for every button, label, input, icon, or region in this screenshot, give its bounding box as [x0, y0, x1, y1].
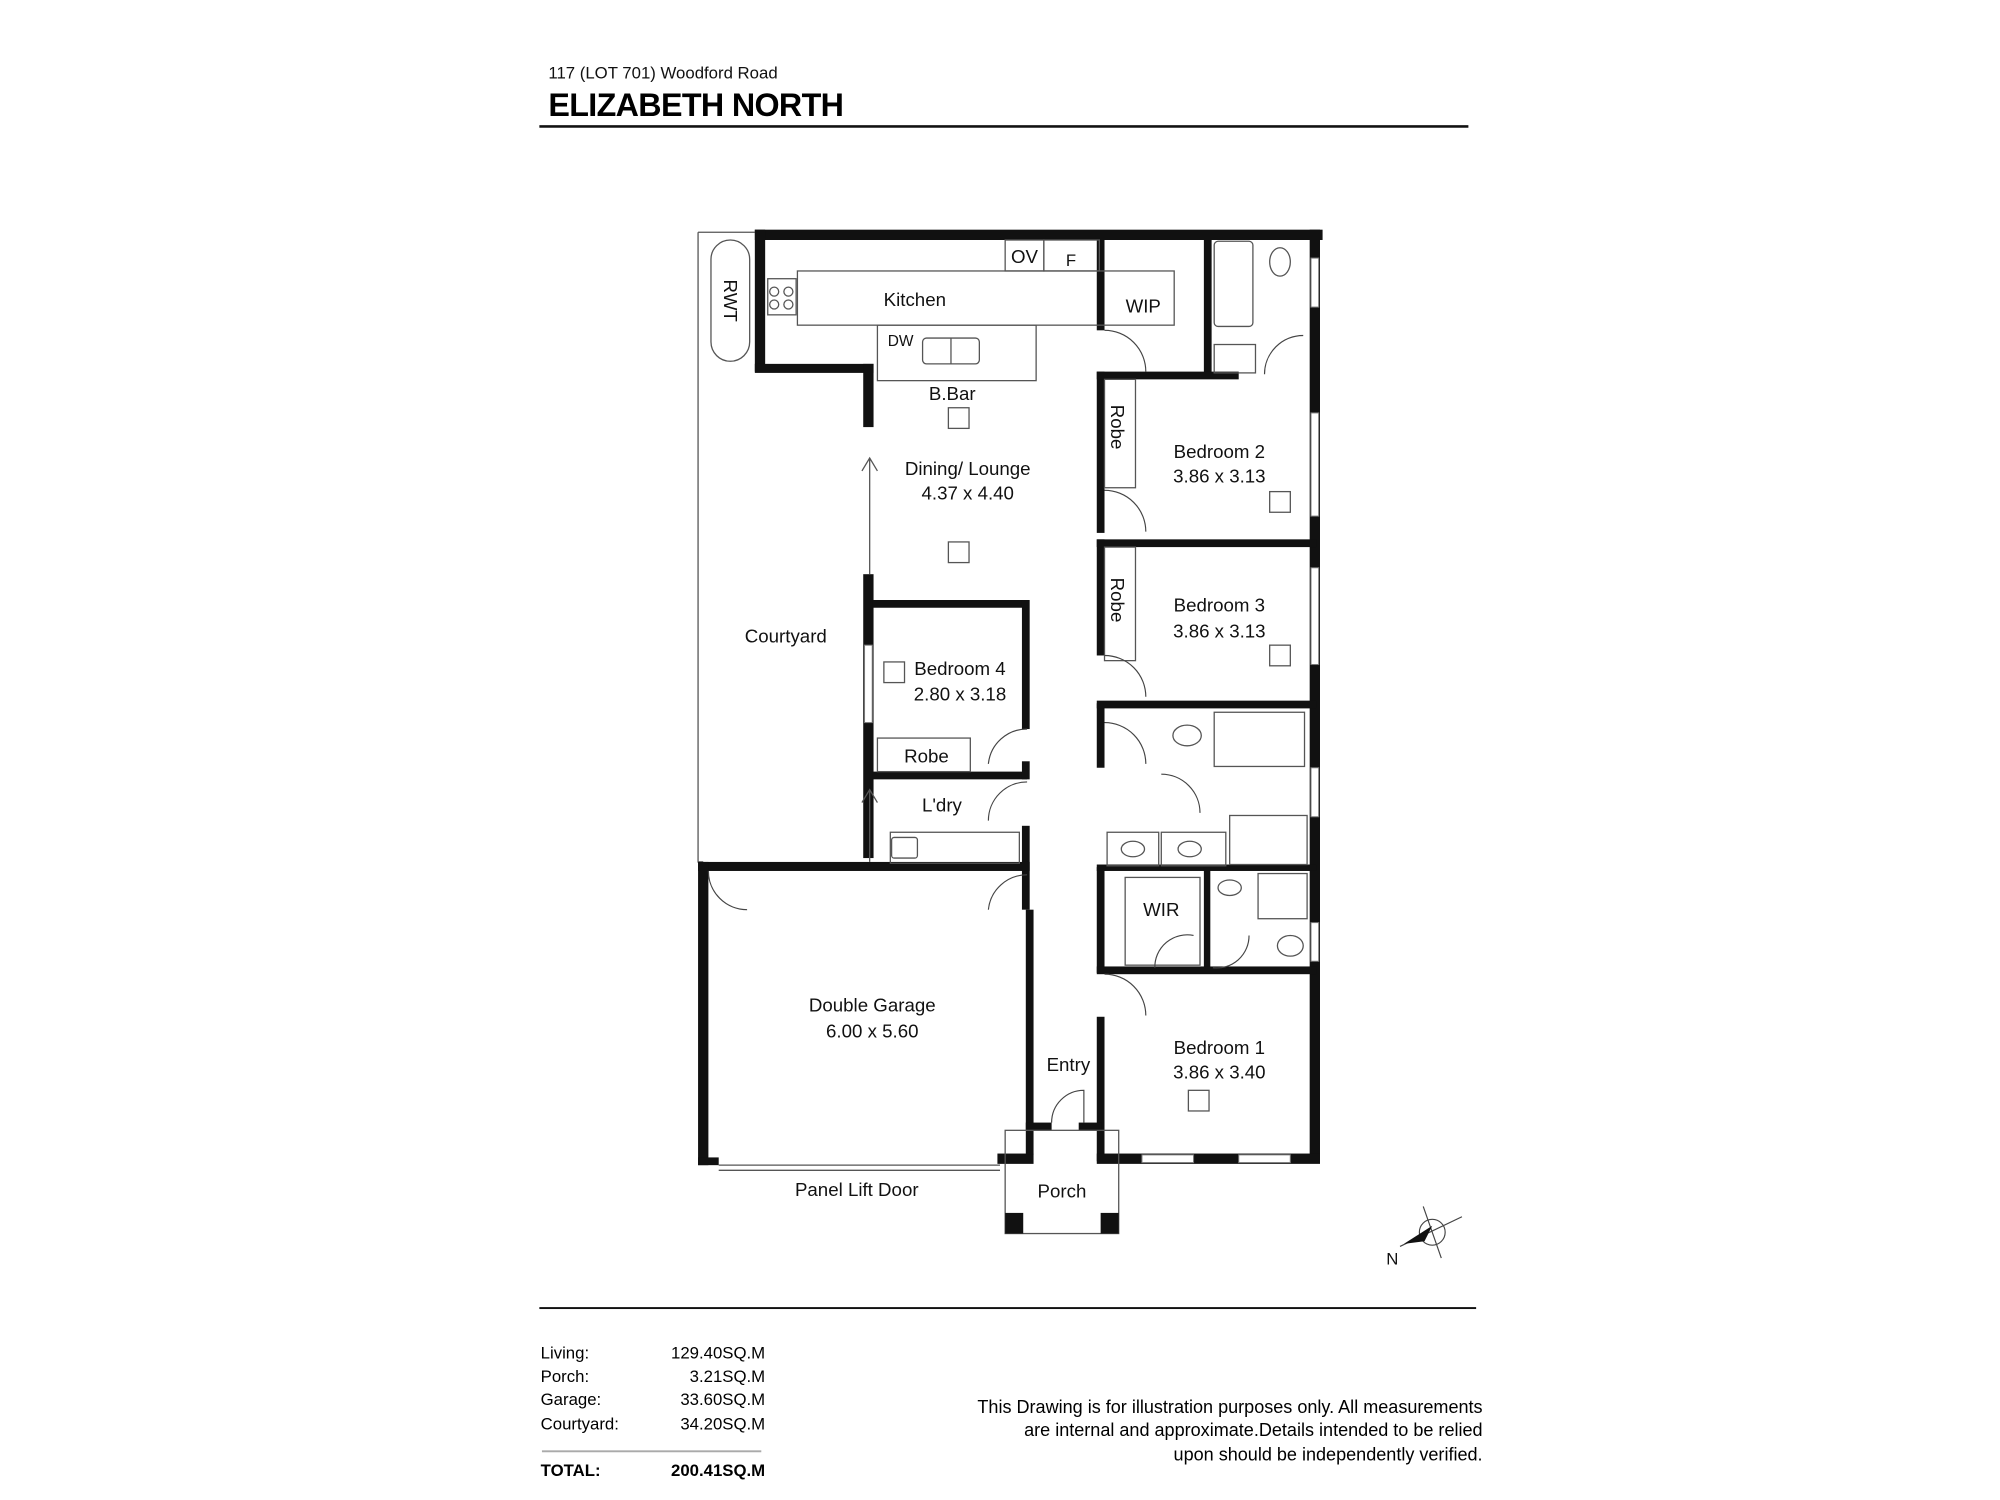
dining-size: 4.37 x 4.40 — [921, 482, 1013, 503]
bedroom1-size: 3.86 x 3.40 — [1173, 1062, 1265, 1083]
panel-lift-door-label: Panel Lift Door — [795, 1179, 919, 1200]
area-label: Porch: — [541, 1367, 589, 1386]
garage-size: 6.00 x 5.60 — [826, 1020, 918, 1041]
footer-rule — [539, 1307, 1477, 1310]
bedroom3-name: Bedroom 3 — [1174, 595, 1265, 616]
bedroom2-name: Bedroom 2 — [1174, 441, 1265, 462]
dining-name: Dining/ Lounge — [905, 458, 1031, 479]
area-label: Courtyard: — [541, 1415, 619, 1434]
bedroom3-size: 3.86 x 3.13 — [1173, 620, 1265, 641]
total-label: TOTAL: — [541, 1461, 601, 1480]
area-summary: Living: 129.40SQ.M Porch: 3.21SQ.M Garag… — [541, 1344, 766, 1480]
total-rule — [541, 1450, 762, 1453]
kitchen-label: Kitchen — [884, 289, 946, 310]
fridge-label: F — [1066, 251, 1076, 270]
disclaimer-line: are internal and approximate.Details int… — [1024, 1420, 1482, 1440]
bedroom4-name: Bedroom 4 — [914, 658, 1005, 679]
robe4-label: Robe — [904, 746, 949, 767]
floor-plan: RWT — [697, 229, 1323, 1235]
area-label: Garage: — [541, 1390, 602, 1409]
dishwasher-label: DW — [888, 333, 914, 350]
north-label: N — [1386, 1250, 1398, 1269]
bedroom1-name: Bedroom 1 — [1174, 1037, 1265, 1058]
wip-label: WIP — [1126, 295, 1161, 316]
entry-label: Entry — [1047, 1054, 1091, 1075]
robe2-label: Robe — [1107, 405, 1128, 450]
robe3-label: Robe — [1107, 578, 1128, 623]
address-text: 117 (LOT 701) Woodford Road — [548, 64, 777, 83]
rwt-label: RWT — [720, 280, 741, 322]
laundry-label: L'dry — [922, 795, 963, 816]
wir-label: WIR — [1143, 899, 1179, 920]
area-value: 129.40SQ.M — [671, 1344, 765, 1363]
disclaimer: This Drawing is for illustration purpose… — [977, 1397, 1482, 1465]
bedroom4-size: 2.80 x 3.18 — [914, 684, 1006, 705]
disclaimer-line: This Drawing is for illustration purpose… — [977, 1397, 1482, 1417]
area-value: 3.21SQ.M — [690, 1367, 765, 1386]
garage-name: Double Garage — [809, 995, 936, 1016]
suburb-title: ELIZABETH NORTH — [548, 87, 843, 123]
header-rule — [539, 125, 1469, 128]
courtyard-label: Courtyard — [745, 626, 827, 647]
rwt-tank — [710, 239, 751, 362]
area-label: Living: — [541, 1344, 589, 1363]
north-compass-icon: N — [1386, 1206, 1463, 1269]
area-value: 33.60SQ.M — [680, 1390, 765, 1409]
porch-label: Porch — [1038, 1180, 1087, 1201]
breakfast-bar-label: B.Bar — [929, 383, 976, 404]
area-value: 34.20SQ.M — [680, 1415, 765, 1434]
bedroom2-size: 3.86 x 3.13 — [1173, 466, 1265, 487]
oven-label: OV — [1011, 246, 1039, 267]
disclaimer-line: upon should be independently verified. — [1174, 1445, 1483, 1465]
total-value: 200.41SQ.M — [671, 1461, 765, 1480]
